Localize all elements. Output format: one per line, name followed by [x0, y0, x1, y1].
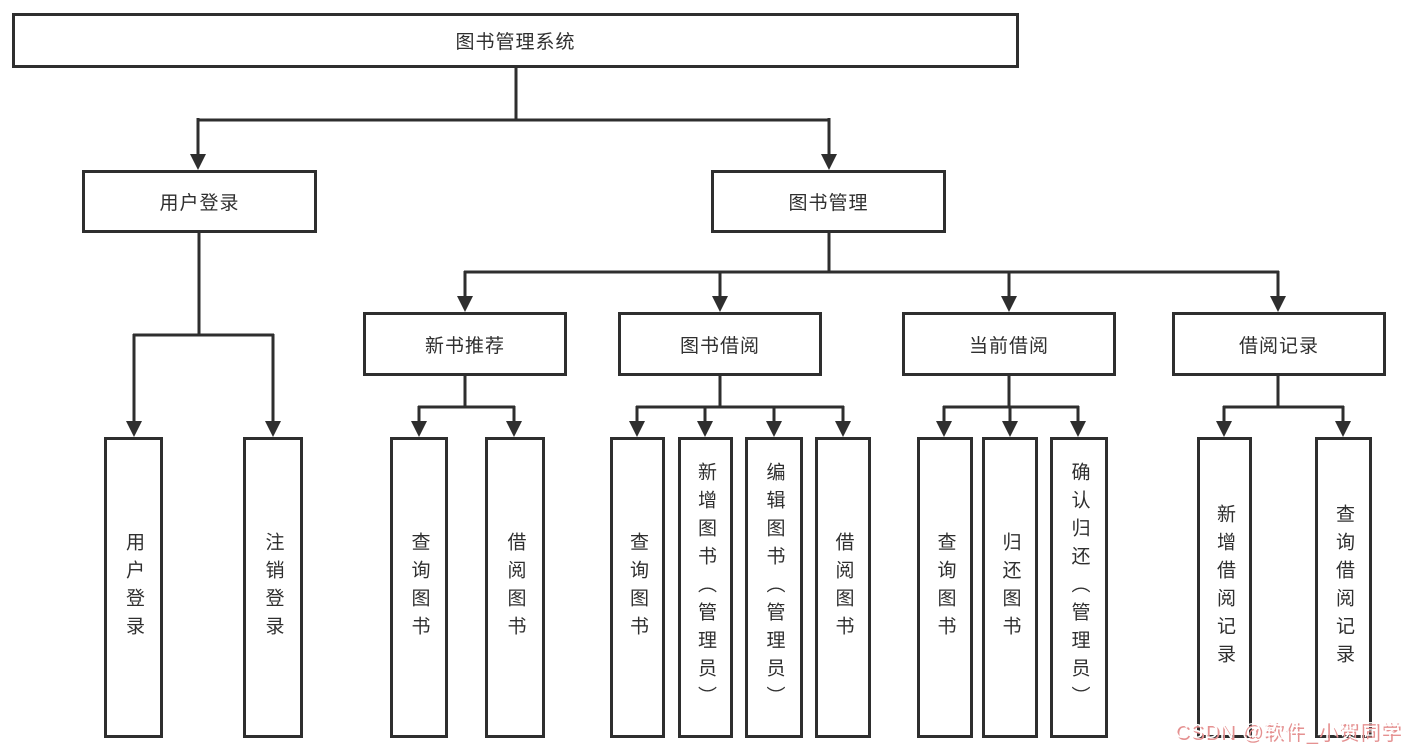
- connector-paths: [132, 68, 1345, 424]
- leaf-add-borrow-record: 新增借阅记录: [1197, 437, 1252, 738]
- leaf-return-books: 归还图书: [982, 437, 1038, 738]
- leaf-borrow-books-2: 借阅图书: [815, 437, 871, 738]
- leaf-query-books-2: 查询图书: [610, 437, 665, 738]
- node-label: 新增图书（管理员）: [695, 461, 716, 714]
- node-label: 用户登录: [159, 193, 240, 214]
- node-label: 借阅记录: [1238, 335, 1319, 357]
- leaf-edit-book-admin: 编辑图书（管理员）: [745, 437, 803, 738]
- node-label: 归还图书: [999, 531, 1021, 644]
- node-borrowing-records: 借阅记录: [1172, 312, 1386, 376]
- leaf-query-borrow-record: 查询借阅记录: [1315, 437, 1372, 738]
- node-user-login: 用户登录: [82, 170, 317, 233]
- node-label: 编辑图书（管理员）: [763, 461, 785, 714]
- node-library-management-system: 图书管理系统: [12, 13, 1019, 68]
- node-current-borrowing: 当前借阅: [902, 312, 1116, 376]
- leaf-query-books: 查询图书: [390, 437, 448, 738]
- node-new-book-recommendation: 新书推荐: [363, 312, 567, 376]
- leaf-logout: 注销登录: [243, 437, 303, 738]
- node-label: 图书管理系统: [455, 32, 576, 53]
- leaf-add-book-admin: 新增图书（管理员）: [678, 437, 733, 738]
- leaf-borrow-books: 借阅图书: [485, 437, 545, 738]
- node-label: 当前借阅: [968, 335, 1049, 357]
- node-book-management: 图书管理: [711, 170, 946, 233]
- node-label: 注销登录: [262, 531, 284, 644]
- node-label: 查询图书: [934, 531, 956, 644]
- node-book-borrowing: 图书借阅: [618, 312, 822, 376]
- node-label: 查询图书: [627, 531, 648, 644]
- arrowheads: [126, 154, 1351, 437]
- leaf-user-login: 用户登录: [104, 437, 163, 738]
- node-label: 新书推荐: [424, 335, 505, 357]
- node-label: 确认归还（管理员）: [1068, 461, 1090, 714]
- node-label: 借阅图书: [832, 531, 854, 644]
- node-label: 用户登录: [123, 531, 144, 644]
- node-label: 查询借阅记录: [1333, 503, 1354, 672]
- leaf-confirm-return-admin: 确认归还（管理员）: [1050, 437, 1108, 738]
- csdn-watermark: CSDN @软件_小贺同学: [1174, 721, 1401, 743]
- node-label: 查询图书: [408, 531, 430, 644]
- leaf-query-books-3: 查询图书: [917, 437, 973, 738]
- node-label: 借阅图书: [504, 531, 526, 644]
- node-label: 新增借阅记录: [1214, 503, 1235, 672]
- node-label: 图书借阅: [679, 335, 760, 357]
- node-label: 图书管理: [788, 193, 869, 214]
